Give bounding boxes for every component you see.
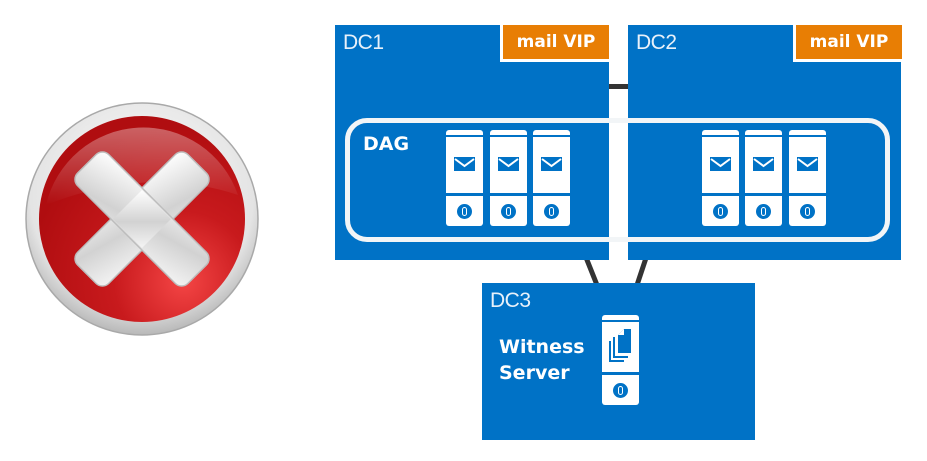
mail-vip-badge: mail VIP <box>793 25 902 62</box>
dag-label: DAG <box>363 133 410 155</box>
mail-envelope-icon <box>498 157 519 171</box>
power-icon <box>457 204 472 219</box>
datacenter-label: DC1 <box>343 31 384 54</box>
mailbox-server <box>490 130 527 226</box>
mail-envelope-icon <box>710 157 731 171</box>
connector-dc1-dc2 <box>609 84 628 89</box>
power-icon <box>544 204 559 219</box>
mailbox-server <box>446 130 483 226</box>
mailbox-server <box>533 130 570 226</box>
power-icon <box>756 204 771 219</box>
error-x-icon <box>18 95 266 343</box>
mail-envelope-icon <box>541 157 562 171</box>
mailbox-server <box>789 130 826 226</box>
mail-envelope-icon <box>454 157 475 171</box>
file-share-icon <box>609 329 631 362</box>
datacenter-label: DC3 <box>490 289 531 312</box>
mail-envelope-icon <box>753 157 774 171</box>
mailbox-server <box>702 130 739 226</box>
dag-boundary <box>345 118 890 242</box>
power-icon <box>800 204 815 219</box>
witness-server <box>602 315 639 405</box>
mail-vip-badge: mail VIP <box>500 25 609 62</box>
power-icon <box>713 204 728 219</box>
witness-server-label: Witness Server <box>499 336 585 384</box>
power-icon <box>501 204 516 219</box>
power-icon <box>613 383 628 398</box>
mail-envelope-icon <box>797 157 818 171</box>
connector-dc-to-dc3 <box>582 255 650 286</box>
datacenter-label: DC2 <box>636 31 677 54</box>
mailbox-server <box>745 130 782 226</box>
